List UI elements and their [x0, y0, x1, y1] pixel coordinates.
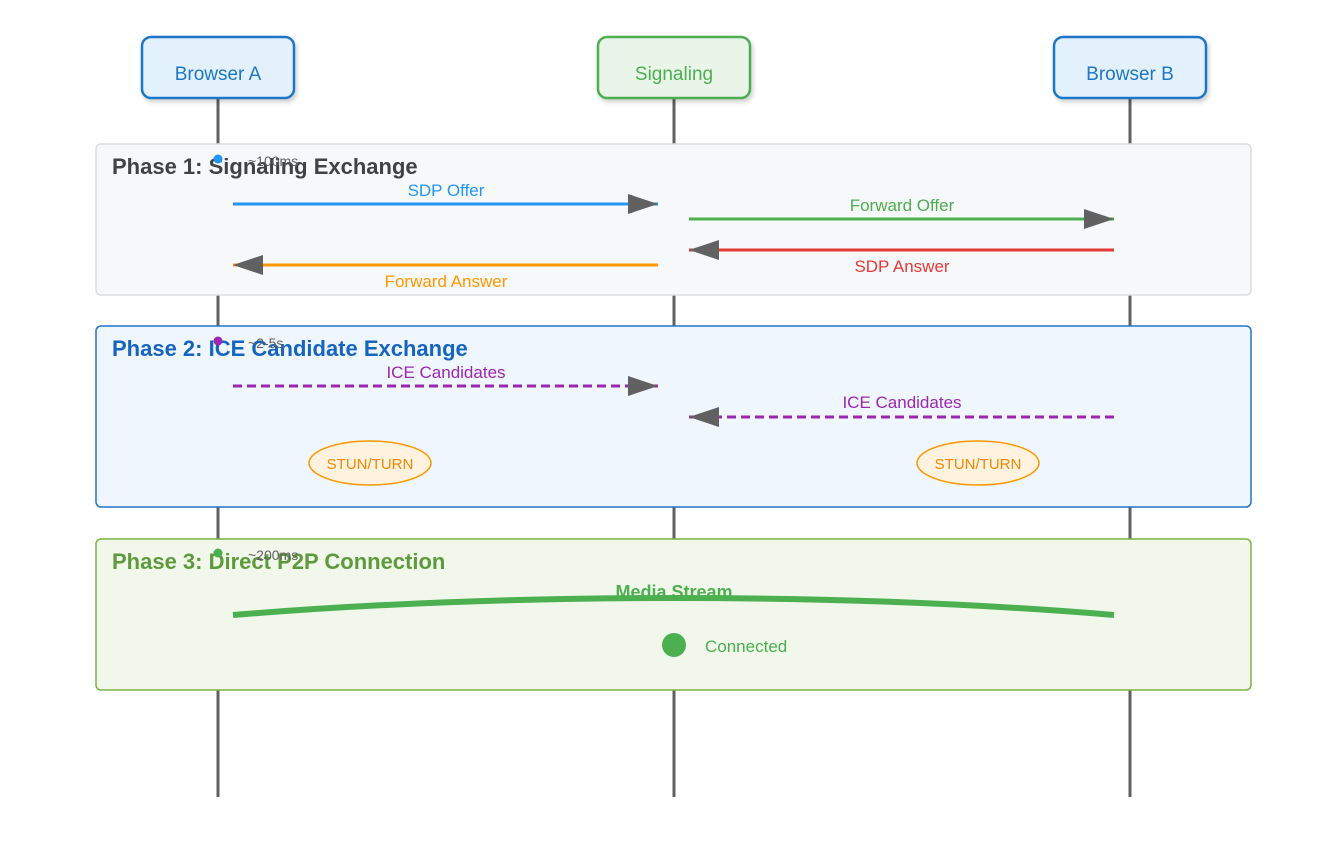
participant-box — [140, 35, 296, 100]
phase-1-signaling-exchange: Phase 1: Signaling Exchange ~100ms SDP O… — [95, 143, 1252, 296]
phase-2-timing-dot — [213, 336, 223, 346]
phase-2-ice-exchange: Phase 2: ICE Candidate Exchange ~2-5s IC… — [95, 325, 1252, 508]
arrowhead-sdp-offer — [628, 194, 658, 214]
phase-3-timing-dot — [213, 548, 223, 558]
participant-box — [1052, 35, 1208, 100]
stun-turn-node-b — [916, 440, 1040, 486]
participant-label: Browser B — [1086, 64, 1174, 85]
phase-2-title: Phase 2: ICE Candidate Exchange — [112, 336, 468, 361]
participant-label: Browser A — [175, 64, 262, 85]
connected-status-label: Connected — [705, 637, 787, 656]
phase-2-timing: ~2-5s — [248, 335, 283, 351]
label-sdp-offer: SDP Offer — [408, 181, 485, 200]
participant-browser-a: Browser A — [140, 35, 296, 100]
arrowhead-ice-candidates-b — [689, 407, 719, 427]
label-ice-candidates-b: ICE Candidates — [842, 393, 961, 412]
participant-browser-b: Browser B — [1052, 35, 1208, 100]
phase-3-p2p-connection: Phase 3: Direct P2P Connection ~200ms Me… — [95, 538, 1252, 691]
label-sdp-answer: SDP Answer — [854, 257, 949, 276]
participant-signaling: Signaling — [596, 35, 752, 100]
phase-1-title: Phase 1: Signaling Exchange — [112, 154, 418, 179]
arrowhead-ice-candidates-a — [628, 376, 658, 396]
participant-box — [596, 35, 752, 100]
media-stream-label: Media Stream — [615, 582, 732, 602]
arrowhead-forward-offer — [1084, 209, 1114, 229]
phase-3-title: Phase 3: Direct P2P Connection — [112, 549, 445, 574]
stun-turn-node-a — [308, 440, 432, 486]
arrowhead-forward-answer — [233, 255, 263, 275]
connected-status-dot — [662, 633, 686, 657]
phase-1-timing-dot — [213, 154, 223, 164]
phase-3-panel — [95, 538, 1252, 691]
phase-1-timing: ~100ms — [248, 153, 298, 169]
stun-turn-label-a: STUN/TURN — [327, 456, 414, 473]
phase-3-timing: ~200ms — [248, 547, 298, 563]
arrowhead-sdp-answer — [689, 240, 719, 260]
phase-1-panel — [95, 143, 1252, 296]
media-stream-line — [232, 594, 1115, 618]
stun-turn-label-b: STUN/TURN — [935, 456, 1022, 473]
label-forward-offer: Forward Offer — [850, 196, 955, 215]
participant-label: Signaling — [635, 64, 713, 85]
label-ice-candidates-a: ICE Candidates — [386, 363, 505, 382]
label-forward-answer: Forward Answer — [385, 272, 508, 291]
